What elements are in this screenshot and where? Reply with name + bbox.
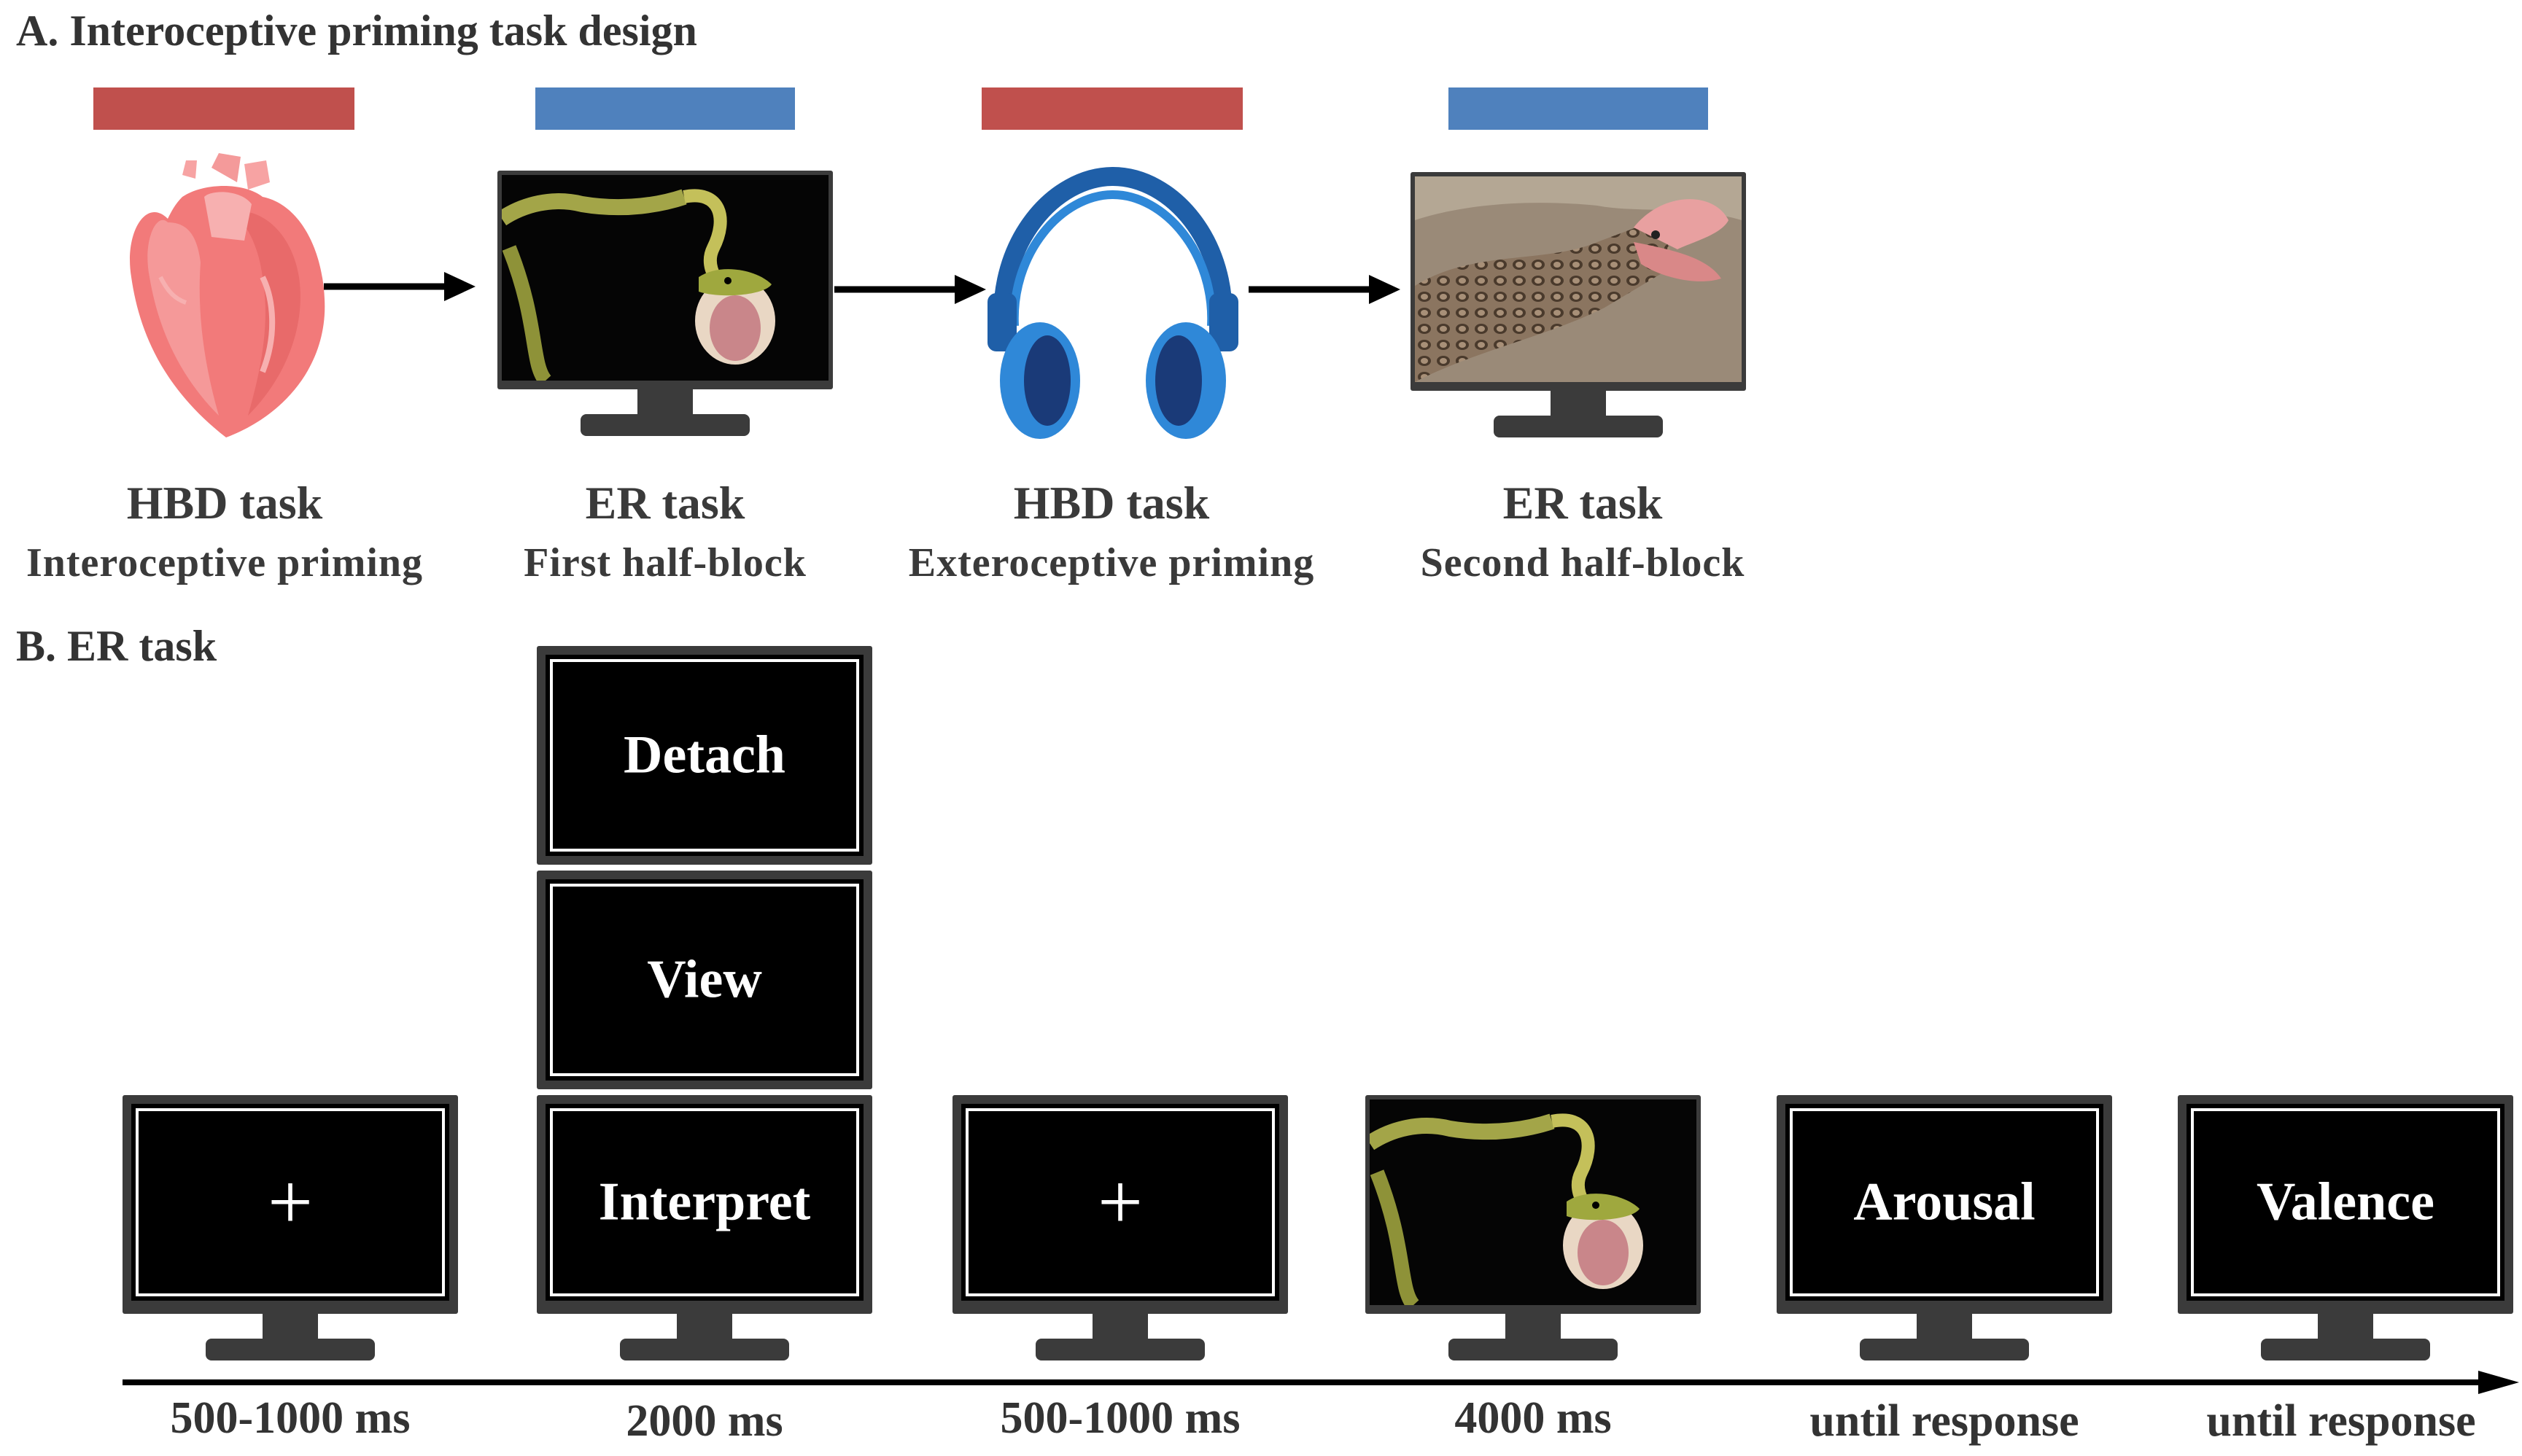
timing-2: 2000 ms [626,1396,783,1446]
snake-image [1365,1099,1696,1310]
instruction-interpret: Interpret [598,1172,811,1232]
timing-4: 4000 ms [1454,1393,1612,1443]
step-3-label: HBD task Exteroceptive priming [885,472,1338,592]
step-2-title: ER task [585,477,745,529]
monitor-snake-icon [497,171,833,436]
stimulus-monitor [1365,1095,1701,1360]
step-1-label: HBD task Interoceptive priming [0,472,451,592]
step-3-subtitle: Exteroceptive priming [908,540,1315,585]
fixation-monitor-1: + [123,1095,458,1360]
timing-6: until response [2206,1396,2476,1446]
interpret-monitor: Interpret [537,1095,872,1360]
panel-a-title: A. Interoceptive priming task design [16,7,697,55]
step-1-bar [93,87,354,130]
instruction-view: View [647,949,762,1010]
timeline-arrow [123,1371,2519,1394]
valence-label: Valence [2257,1172,2434,1232]
fixation-cross-1: + [267,1157,314,1247]
panel-b-title: B. ER task [16,622,217,670]
instruction-detach: Detach [624,725,785,785]
timing-5: until response [1809,1396,2079,1446]
timing-3: 500-1000 ms [1000,1393,1241,1443]
step-3-bar [982,87,1243,130]
arrow-right-icon [1249,275,1400,304]
instruction-box-view: View [537,871,872,1089]
step-4-subtitle: Second half-block [1420,540,1745,585]
arousal-monitor: Arousal [1777,1095,2112,1360]
step-2-subtitle: First half-block [524,540,807,585]
step-2-bar [535,87,795,130]
monitor-rattlesnake-icon [1411,172,1746,437]
step-3-title: HBD task [1013,477,1210,529]
fixation-cross-2: + [1097,1157,1144,1247]
arousal-label: Arousal [1853,1172,2036,1232]
heart-icon [130,153,325,437]
timing-1: 500-1000 ms [170,1393,411,1443]
snake-image [497,175,829,386]
step-1-subtitle: Interoceptive priming [26,540,424,585]
fixation-monitor-2: + [952,1095,1288,1360]
step-2-label: ER task First half-block [439,472,891,592]
arrow-right-icon [834,275,986,304]
arrow-right-icon [324,272,476,301]
step-4-bar [1448,87,1708,130]
step-4-title: ER task [1502,477,1663,529]
step-1-title: HBD task [126,477,323,529]
valence-monitor: Valence [2178,1095,2513,1360]
step-4-label: ER task Second half-block [1357,472,1809,592]
headphones-icon [988,166,1238,439]
instruction-box-detach: Detach [537,646,872,865]
rattlesnake-image [1415,176,1742,382]
